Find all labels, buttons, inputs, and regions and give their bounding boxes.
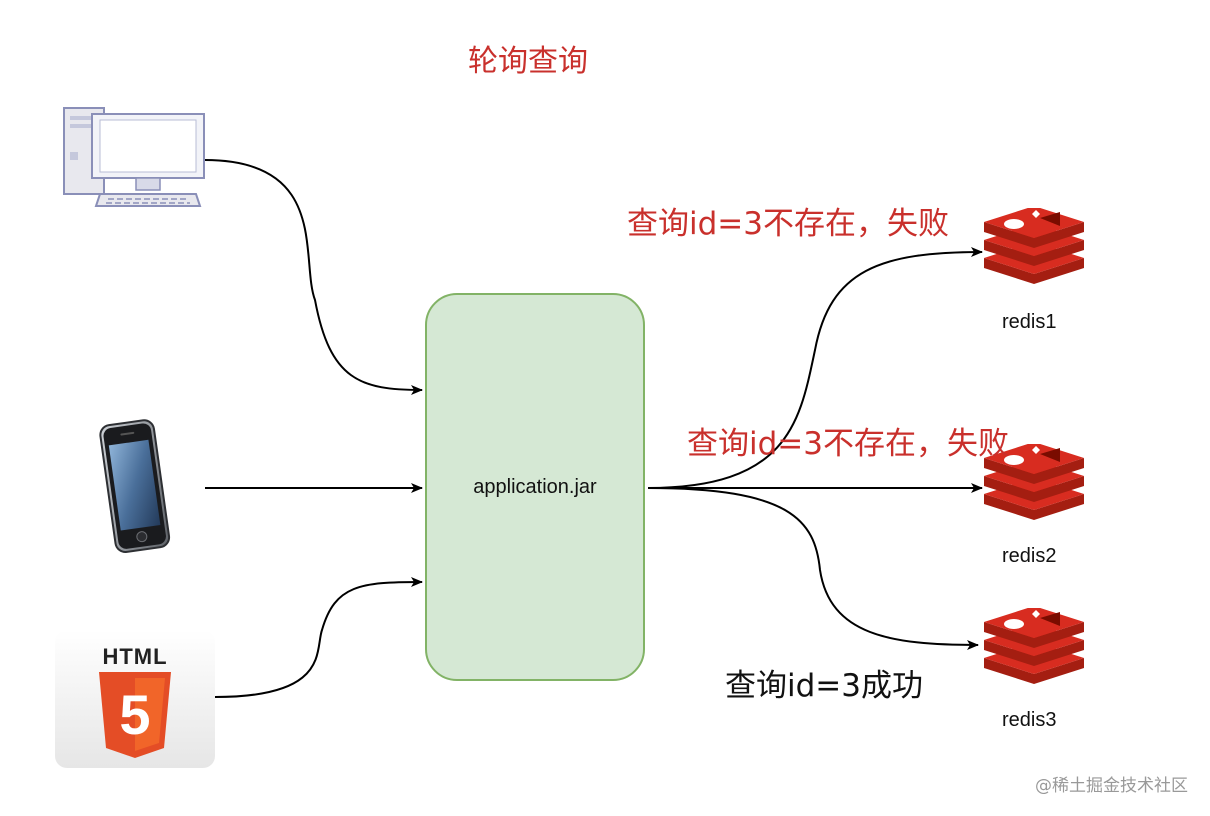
redis-icon bbox=[984, 608, 1084, 684]
desktop-computer-icon bbox=[63, 107, 205, 207]
annotation-redis3: 查询id=3成功 bbox=[725, 668, 923, 704]
arrow-desktop-to-app bbox=[204, 159, 423, 395]
redis2-label: redis2 bbox=[1002, 545, 1057, 567]
redis-icon bbox=[984, 444, 1084, 520]
arrow-app-to-redis1 bbox=[647, 247, 983, 489]
annotation-redis1: 查询id=3不存在，失败 bbox=[627, 206, 949, 242]
arrow-html5-to-app bbox=[214, 577, 423, 698]
redis3-label: redis3 bbox=[1002, 709, 1057, 731]
watermark: @稀土掘金技术社区 bbox=[1035, 776, 1188, 796]
application-label: application.jar bbox=[473, 476, 597, 498]
html5-badge-text: HTML bbox=[102, 644, 168, 669]
redis1-label: redis1 bbox=[1002, 311, 1057, 333]
arrow-app-to-redis3 bbox=[647, 487, 979, 650]
html5-numeral: 5 bbox=[119, 683, 150, 746]
mobile-phone-icon bbox=[99, 419, 171, 553]
diagram-title: 轮询查询 bbox=[468, 44, 588, 79]
annotation-redis2: 查询id=3不存在，失败 bbox=[687, 426, 1009, 462]
application-box bbox=[425, 293, 645, 681]
redis-icon bbox=[984, 208, 1084, 284]
html5-shield-icon: 5 bbox=[99, 672, 171, 758]
